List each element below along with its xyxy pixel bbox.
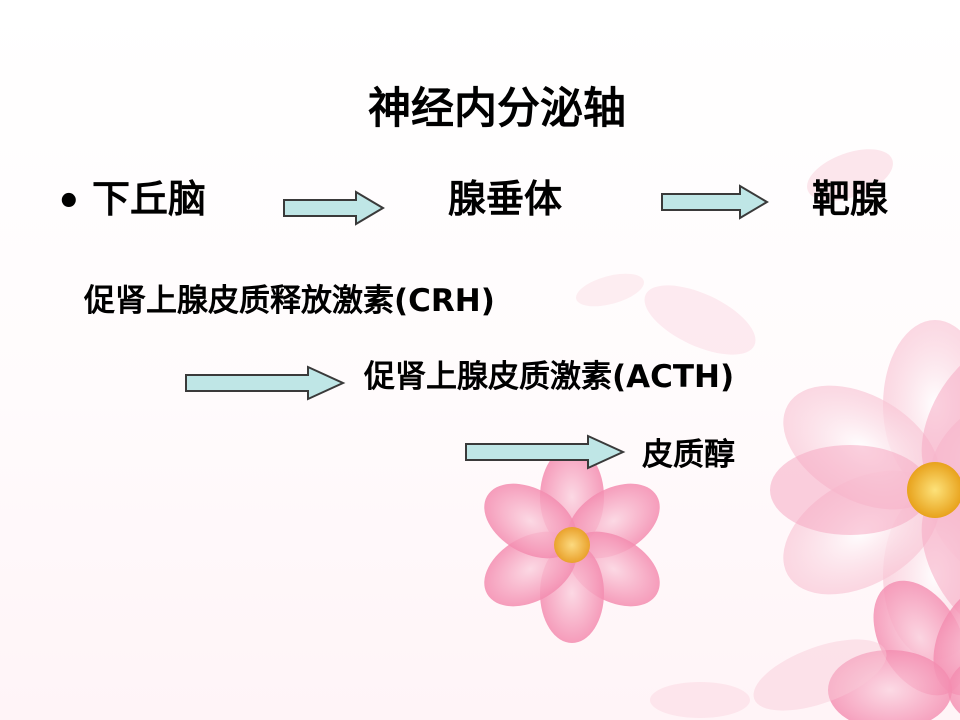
- arrow-right-icon: [283, 190, 385, 226]
- slide-title: 神经内分泌轴: [368, 84, 626, 134]
- node-hypothalamus: 下丘脑: [92, 177, 207, 221]
- hormone-acth: 促肾上腺皮质激素(ACTH): [364, 359, 735, 395]
- arrow-right-icon: [465, 434, 626, 470]
- bullet-point: •: [56, 179, 82, 225]
- arrow-right-icon: [661, 184, 769, 220]
- node-anterior-pituitary: 腺垂体: [448, 177, 563, 221]
- hormone-crh: 促肾上腺皮质释放激素(CRH): [84, 283, 495, 319]
- hormone-cortisol: 皮质醇: [642, 437, 735, 473]
- arrow-right-icon: [185, 365, 346, 401]
- node-target-gland: 靶腺: [812, 177, 889, 221]
